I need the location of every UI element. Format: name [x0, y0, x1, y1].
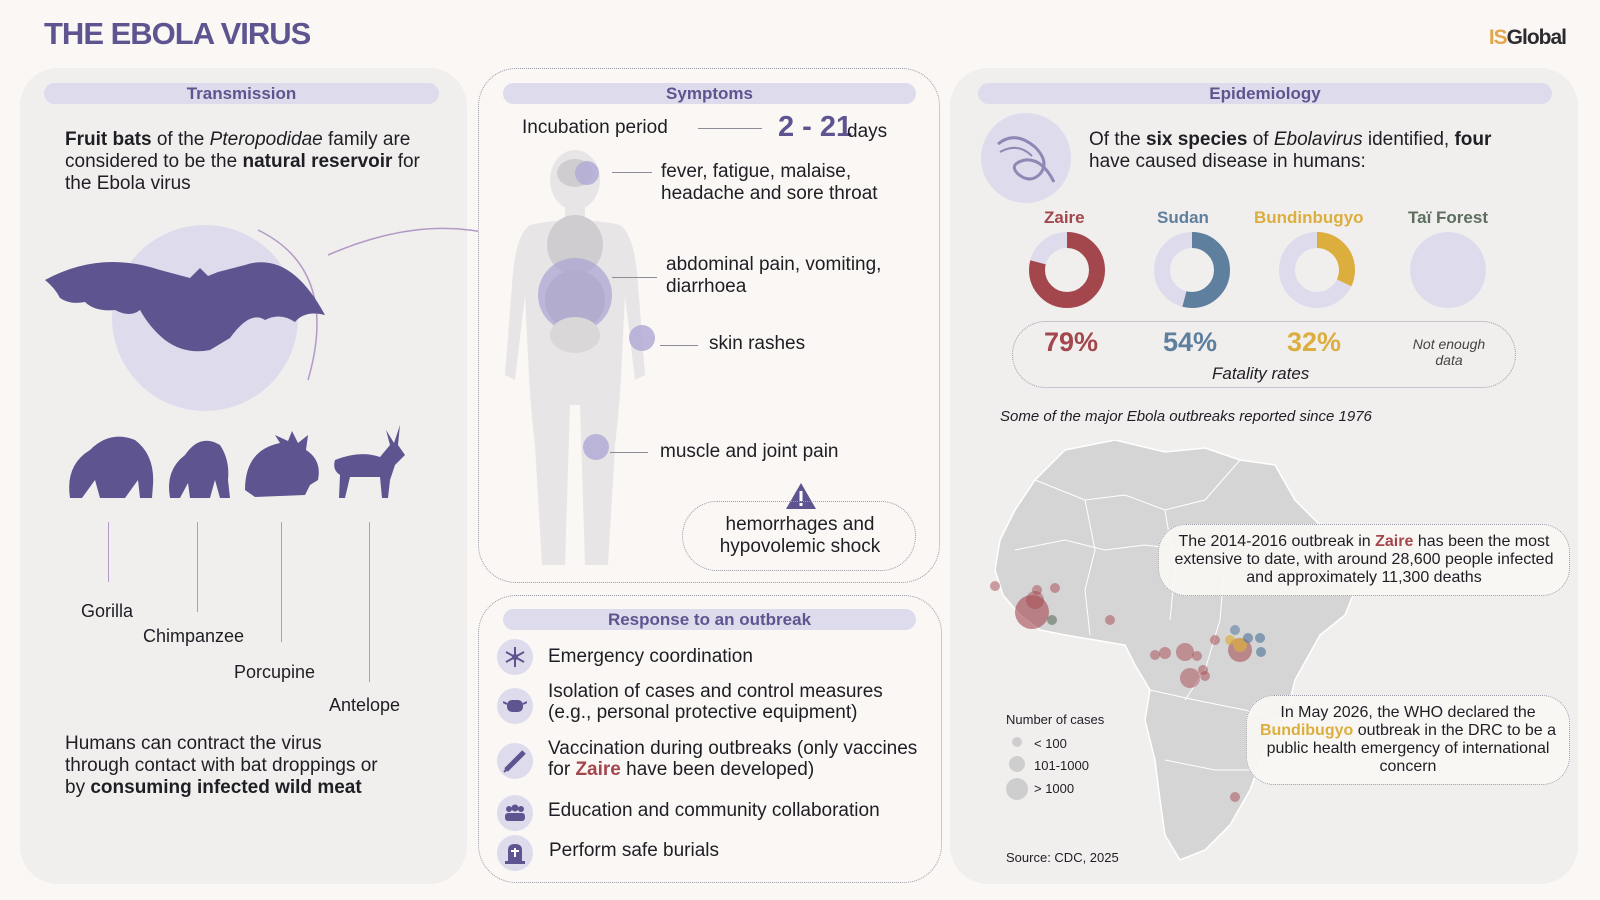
outbreak-marker — [1032, 585, 1042, 595]
rate-tai-forest: Not enough data — [1412, 336, 1486, 368]
symptoms-heading: Symptoms — [503, 83, 916, 104]
outbreak-marker — [1225, 635, 1235, 645]
outbreak-marker — [1255, 633, 1265, 643]
rate-zaire: 79% — [1044, 327, 1099, 357]
outbreak-marker — [1230, 625, 1240, 635]
symptom-line-1 — [612, 172, 652, 173]
outbreak-marker — [1176, 643, 1194, 661]
epidemiology-intro: Of the six species of Ebolavirus identif… — [1089, 129, 1492, 172]
outbreak-marker — [990, 581, 1000, 591]
symptom-line-4 — [610, 452, 648, 453]
fatality-box — [1012, 321, 1516, 388]
outbreak-marker — [1210, 635, 1220, 645]
outbreak-marker — [1256, 647, 1266, 657]
epidemiology-heading: Epidemiology — [978, 83, 1552, 104]
isglobal-logo: ISGlobal — [1488, 26, 1567, 49]
species-tai-forest: Taï Forest — [1408, 208, 1488, 227]
legend-item-medium: 101-1000 — [1034, 758, 1089, 773]
callout-2014-outbreak: The 2014-2016 outbreak in Zaire has been… — [1158, 524, 1570, 596]
response-item-burials: Perform safe burials — [549, 840, 720, 861]
syringe-icon — [497, 743, 533, 779]
species-bundibugyo: Bundinbugyo — [1254, 208, 1364, 227]
animal-label-antelope: Antelope — [329, 695, 401, 715]
symptom-hemorrhage: hemorrhages and hypovolemic shock — [719, 514, 881, 557]
outbreak-marker — [1105, 615, 1115, 625]
incubation-value: 2 - 21 — [778, 111, 853, 143]
rate-sudan: 54% — [1163, 327, 1218, 357]
animal-label-gorilla: Gorilla — [81, 601, 134, 621]
outbreak-marker — [1150, 650, 1160, 660]
outbreak-marker — [1050, 583, 1060, 593]
network-icon — [497, 639, 533, 675]
chimpanzee-icon — [169, 440, 230, 498]
outbreak-marker — [1233, 638, 1247, 652]
outbreak-marker — [1192, 651, 1202, 661]
africa-map — [990, 440, 1356, 861]
hemorrhage-box — [682, 501, 916, 571]
antelope-icon — [334, 425, 405, 498]
response-item-isolation: Isolation of cases and control measures … — [548, 681, 883, 723]
response-panel — [478, 595, 942, 883]
human-body-illustration — [505, 150, 655, 565]
transmission-heading: Transmission — [44, 83, 439, 104]
fatality-donuts — [1029, 232, 1486, 308]
virus-icon — [981, 113, 1071, 203]
legend-title: Number of cases — [1006, 712, 1105, 727]
bat-illustration — [45, 225, 496, 411]
symptom-line-2 — [612, 277, 657, 278]
symptom-line-3 — [660, 345, 698, 346]
warning-icon — [786, 483, 816, 509]
antelope-line — [369, 522, 370, 682]
incubation-label: Incubation period — [522, 117, 668, 138]
transmission-intro: Fruit bats of the Pteropodidae family ar… — [65, 129, 420, 194]
legend-item-small: < 100 — [1034, 736, 1067, 751]
fatality-label: Fatality rates — [1212, 364, 1310, 383]
response-item-education: Education and community collaboration — [548, 800, 880, 821]
donut-bg-3 — [1410, 232, 1486, 308]
outbreak-marker — [1159, 647, 1171, 659]
legend-circles — [1006, 737, 1028, 800]
incubation-line — [698, 128, 762, 129]
outbreak-marker — [1047, 615, 1057, 625]
species-zaire: Zaire — [1044, 208, 1085, 227]
animals-illustration — [69, 425, 405, 498]
symptom-fever: fever, fatigue, malaise, headache and so… — [661, 161, 878, 204]
response-heading: Response to an outbreak — [503, 609, 916, 630]
donut-arc-0 — [1029, 232, 1105, 308]
animal-label-chimpanzee: Chimpanzee — [143, 626, 245, 646]
symptom-muscle: muscle and joint pain — [660, 441, 839, 462]
porcupine-line — [281, 522, 282, 642]
donut-arc-2 — [1279, 232, 1355, 308]
page-title: THE EBOLA VIRUS — [44, 16, 311, 51]
gorilla-line — [108, 522, 109, 582]
mask-icon — [497, 688, 533, 724]
gorilla-icon — [69, 436, 154, 498]
response-item-vaccination: Vaccination during outbreaks (only vacci… — [548, 738, 918, 780]
legend-item-large: > 1000 — [1034, 781, 1075, 796]
response-item-coordination: Emergency coordination — [548, 646, 753, 667]
callout-2026-outbreak: In May 2026, the WHO declared the Bundib… — [1246, 695, 1570, 785]
animal-label-porcupine: Porcupine — [234, 662, 316, 682]
incubation-unit: days — [847, 121, 888, 142]
people-icon — [497, 795, 533, 831]
rate-bundibugyo: 32% — [1287, 327, 1342, 357]
symptom-rashes: skin rashes — [709, 333, 806, 354]
symptom-abdominal: abdominal pain, vomiting, diarrhoea — [666, 254, 882, 297]
grave-icon — [497, 835, 533, 871]
transmission-outro: Humans can contract the virus through co… — [65, 733, 378, 798]
donut-arc-1 — [1154, 232, 1230, 308]
porcupine-icon — [245, 431, 319, 497]
outbreak-marker — [1230, 792, 1240, 802]
species-sudan: Sudan — [1157, 208, 1209, 227]
source-note: Source: CDC, 2025 — [1006, 850, 1119, 865]
outbreak-marker — [1180, 668, 1200, 688]
outbreak-marker — [1243, 633, 1253, 643]
outbreak-marker — [1198, 665, 1208, 675]
chimpanzee-line — [197, 522, 198, 612]
outbreak-marker — [1026, 591, 1044, 609]
map-title: Some of the major Ebola outbreaks report… — [1000, 408, 1372, 425]
